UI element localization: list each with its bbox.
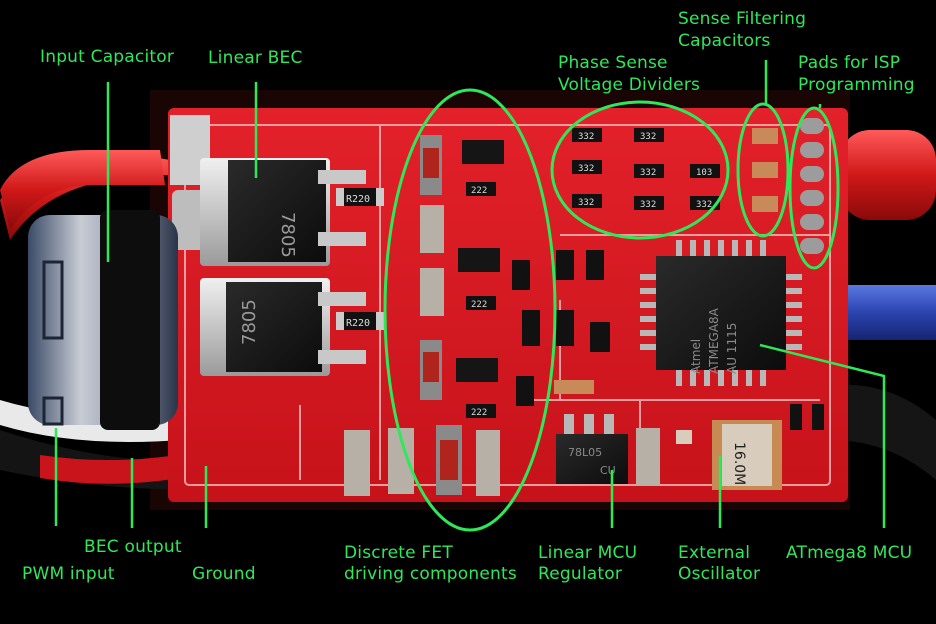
sense-filter-ring bbox=[736, 102, 790, 238]
sense-filter-capacitors bbox=[752, 128, 778, 212]
resistor-r220-bottom: R220 bbox=[336, 312, 384, 330]
label-sense-filtering-1: Sense Filtering bbox=[678, 9, 807, 29]
label-oscillator-1: External bbox=[678, 543, 751, 563]
code-332-5: 332 bbox=[578, 198, 594, 208]
bec-bottom-marking: 7805 bbox=[239, 299, 260, 345]
code-222-a: 222 bbox=[471, 186, 487, 196]
mcu-regulator-78l05: 78L05 CU bbox=[556, 414, 628, 484]
red-wire-curve bbox=[0, 150, 165, 230]
isp-pads-ring bbox=[788, 106, 840, 270]
resistor-r220-top: R220 bbox=[336, 188, 384, 206]
code-332-7: 332 bbox=[696, 200, 712, 210]
mcu-part: ATMEGA8A bbox=[707, 307, 721, 374]
label-linear-bec: Linear BEC bbox=[208, 48, 303, 68]
bec-top-marking: 7805 bbox=[277, 212, 298, 258]
input-capacitor bbox=[28, 210, 178, 430]
bec-regulator-top: 7805 bbox=[200, 158, 366, 266]
code-332-4: 332 bbox=[640, 168, 656, 178]
pcb bbox=[168, 108, 848, 502]
code-222-b: 222 bbox=[471, 300, 487, 310]
regulator-code: CU bbox=[600, 464, 616, 477]
r220-top-text: R220 bbox=[346, 194, 370, 205]
r220-bottom-text: R220 bbox=[346, 318, 370, 329]
label-phase-sense-2: Voltage Dividers bbox=[558, 75, 701, 95]
oscillator-marking: 16.0M bbox=[731, 442, 747, 485]
label-atmega8-mcu: ATmega8 MCU bbox=[786, 543, 913, 563]
misc-components bbox=[512, 250, 824, 486]
bec-regulator-bottom: 7805 bbox=[200, 278, 366, 376]
isp-pads bbox=[800, 118, 824, 254]
label-fet-driving-2: driving components bbox=[344, 564, 517, 584]
mcu-date: AU 1115 bbox=[725, 323, 739, 374]
label-ground: Ground bbox=[192, 564, 256, 584]
atmega8-chip: Atmel ATMEGA8A AU 1115 bbox=[640, 240, 802, 386]
code-332-1: 332 bbox=[578, 132, 594, 142]
label-pwm-input: PWM input bbox=[22, 564, 115, 584]
code-332-6: 332 bbox=[640, 200, 656, 210]
label-input-capacitor: Input Capacitor bbox=[40, 47, 175, 67]
phase-sense-resistors: 332 332 332 332 332 332 103 332 bbox=[572, 128, 720, 210]
label-bec-output: BEC output bbox=[84, 537, 182, 557]
code-332-3: 332 bbox=[578, 164, 594, 174]
label-fet-driving-1: Discrete FET bbox=[344, 543, 453, 563]
oscillator-16mhz: 16.0M bbox=[712, 420, 782, 490]
label-oscillator-2: Oscillator bbox=[678, 564, 761, 584]
code-222-c: 222 bbox=[471, 408, 487, 418]
atmega-leader bbox=[759, 343, 886, 528]
label-mcu-regulator-2: Regulator bbox=[538, 564, 623, 584]
label-isp-pads-2: Programming bbox=[798, 75, 915, 95]
code-332-2: 332 bbox=[640, 132, 656, 142]
right-red-wire bbox=[840, 130, 936, 220]
regulator-part: 78L05 bbox=[568, 446, 602, 459]
label-isp-pads-1: Pads for ISP bbox=[798, 53, 901, 73]
phase-sense-ring bbox=[550, 100, 730, 240]
label-phase-sense-1: Phase Sense bbox=[558, 53, 668, 73]
fet-driver-components: 222 222 222 bbox=[344, 135, 504, 496]
mcu-brand: Atmel bbox=[689, 339, 703, 374]
code-103: 103 bbox=[696, 168, 712, 178]
label-mcu-regulator-1: Linear MCU bbox=[538, 543, 638, 563]
fet-driver-ring bbox=[383, 88, 557, 532]
label-sense-filtering-2: Capacitors bbox=[678, 31, 771, 51]
